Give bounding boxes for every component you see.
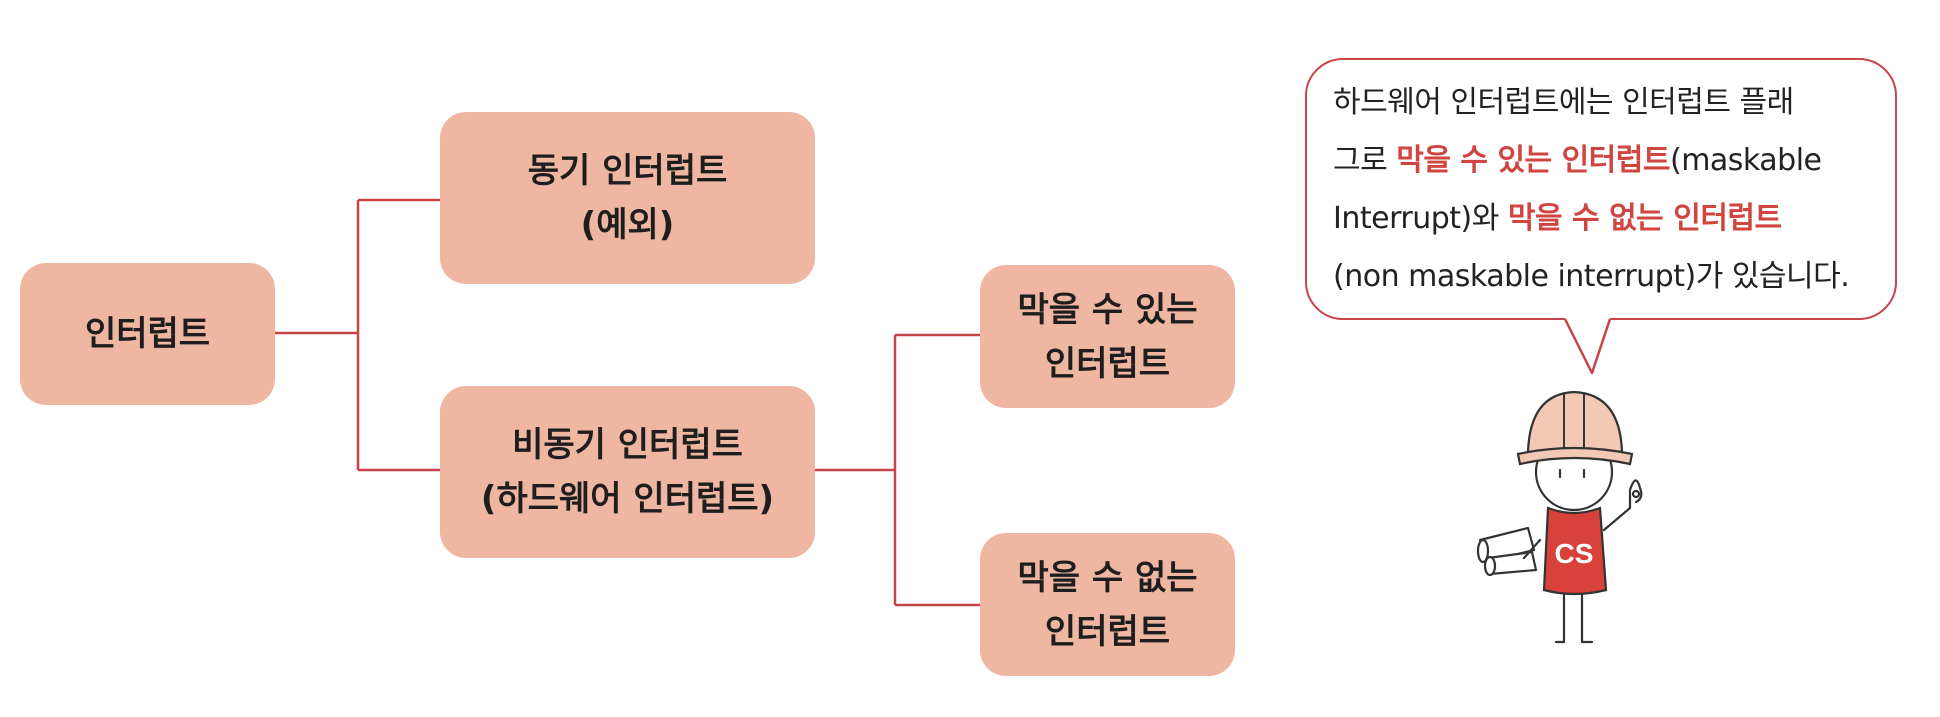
node-interrupt: 인터럽트	[20, 263, 275, 405]
hardhat-icon	[1516, 390, 1634, 466]
node-async-line1: 비동기 인터럽트	[512, 425, 743, 465]
rolled-paper-icon	[1476, 526, 1538, 577]
node-sync-line1: 동기 인터럽트	[527, 151, 728, 191]
mascot-engineer-icon: CS	[1476, 390, 1643, 644]
node-nonmaskable-line1: 막을 수 없는	[1017, 557, 1198, 598]
node-sync-line2: (예외)	[580, 205, 675, 245]
bubble-line-3: Interrupt)와 막을 수 없는 인터럽트	[1333, 201, 1782, 236]
node-nonmaskable-line2: 인터럽트	[1044, 611, 1171, 652]
node-maskable-interrupt: 막을 수 있는 인터럽트	[980, 265, 1235, 408]
highlight-nonmaskable: 막을 수 없는 인터럽트	[1507, 201, 1782, 236]
highlight-maskable: 막을 수 있는 인터럽트	[1396, 143, 1670, 178]
node-async-interrupt: 비동기 인터럽트 (하드웨어 인터럽트)	[440, 386, 815, 558]
node-maskable-line2: 인터럽트	[1044, 343, 1171, 384]
bubble-line-1: 하드웨어 인터럽트에는 인터럽트 플래	[1333, 85, 1794, 120]
node-async-line2: (하드웨어 인터럽트)	[480, 479, 775, 519]
node-maskable-line1: 막을 수 있는	[1017, 289, 1198, 330]
node-sync-interrupt: 동기 인터럽트 (예외)	[440, 112, 815, 284]
node-nonmaskable-interrupt: 막을 수 없는 인터럽트	[980, 533, 1235, 676]
speech-bubble: 하드웨어 인터럽트에는 인터럽트 플래 그로 막을 수 있는 인터럽트(mask…	[1305, 58, 1897, 320]
node-interrupt-label: 인터럽트	[84, 314, 211, 354]
mascot-shirt-label: CS	[1555, 538, 1594, 569]
bubble-line-4: (non maskable interrupt)가 있습니다.	[1333, 259, 1850, 294]
bubble-line-2: 그로 막을 수 있는 인터럽트(maskable	[1333, 143, 1822, 178]
